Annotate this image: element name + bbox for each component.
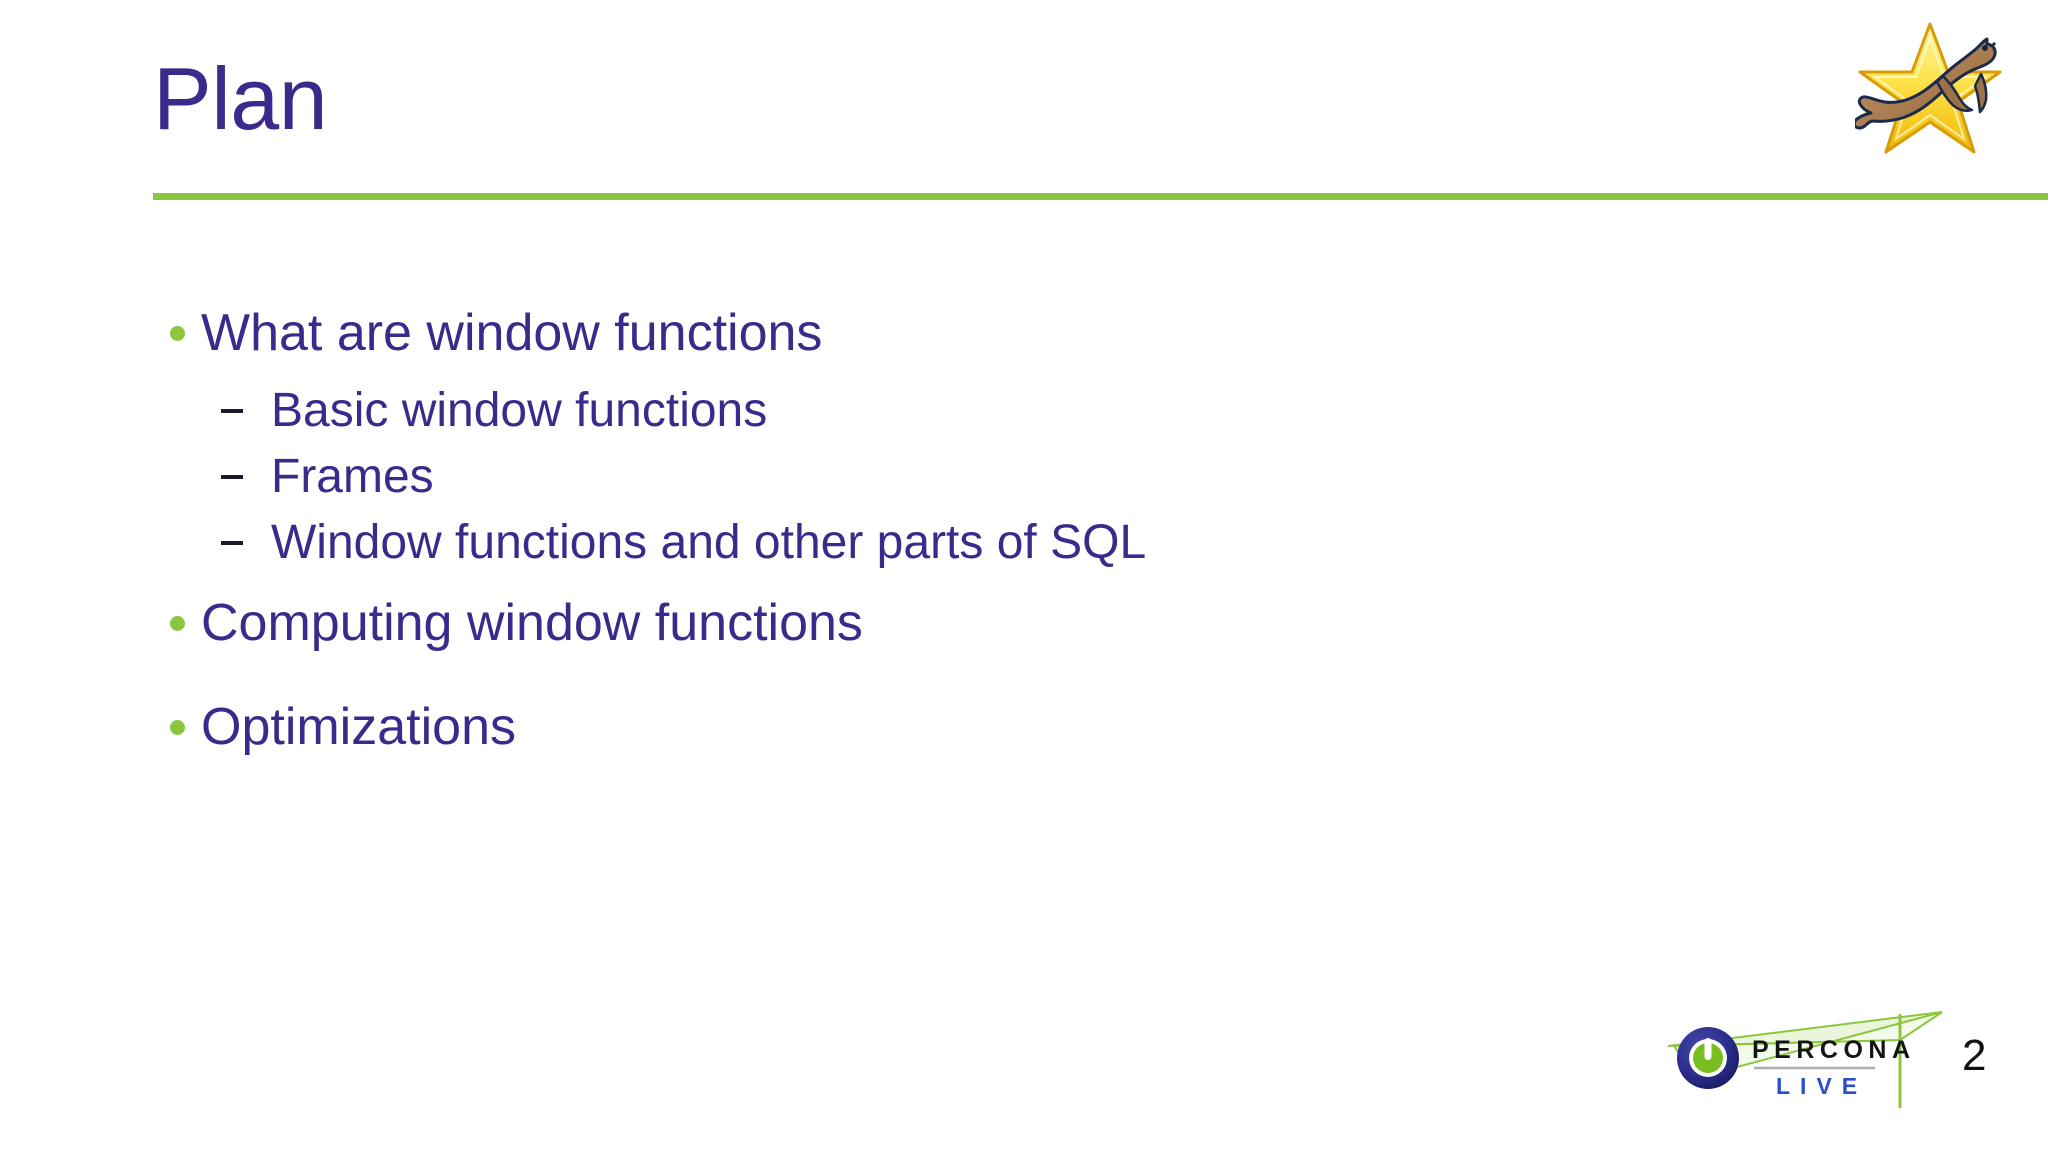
bullet-dash-icon <box>215 446 271 508</box>
outline-item-label: Window functions and other parts of SQL <box>271 516 1147 569</box>
percona-live-logo: PERCONA LIVE <box>1660 1000 1960 1115</box>
outline-item-level2: Frames <box>153 446 1873 508</box>
outline-item-level2: Basic window functions <box>153 380 1873 442</box>
title-divider-rule <box>153 193 2048 200</box>
bullet-dot-icon <box>153 694 201 760</box>
outline-item-label: What are window functions <box>201 304 823 362</box>
outline-item-label: Computing window functions <box>201 594 863 652</box>
outline-sublist: Basic window functions Frames Window fun… <box>153 380 1873 574</box>
outline-item-level1: Computing window functions <box>153 590 1873 656</box>
outline-item-level1: Optimizations <box>153 694 1873 760</box>
bullet-dot-icon <box>153 590 201 656</box>
mariadb-seal-star-icon <box>1852 14 2005 162</box>
page-title: Plan <box>153 49 328 148</box>
slide-body-outline: What are window functions Basic window f… <box>153 300 1873 770</box>
bullet-dash-icon <box>215 380 271 442</box>
outline-item-level1: What are window functions <box>153 300 1873 366</box>
outline-item-label: Frames <box>271 450 434 503</box>
page-number: 2 <box>1962 1031 1987 1080</box>
outline-item-label: Optimizations <box>201 698 516 756</box>
bullet-dot-icon <box>153 300 201 366</box>
svg-text:PERCONA: PERCONA <box>1752 1036 1916 1064</box>
svg-text:LIVE: LIVE <box>1776 1073 1867 1099</box>
bullet-dash-icon <box>215 512 271 574</box>
outline-item-level2: Window functions and other parts of SQL <box>153 512 1873 574</box>
outline-item-label: Basic window functions <box>271 384 768 437</box>
